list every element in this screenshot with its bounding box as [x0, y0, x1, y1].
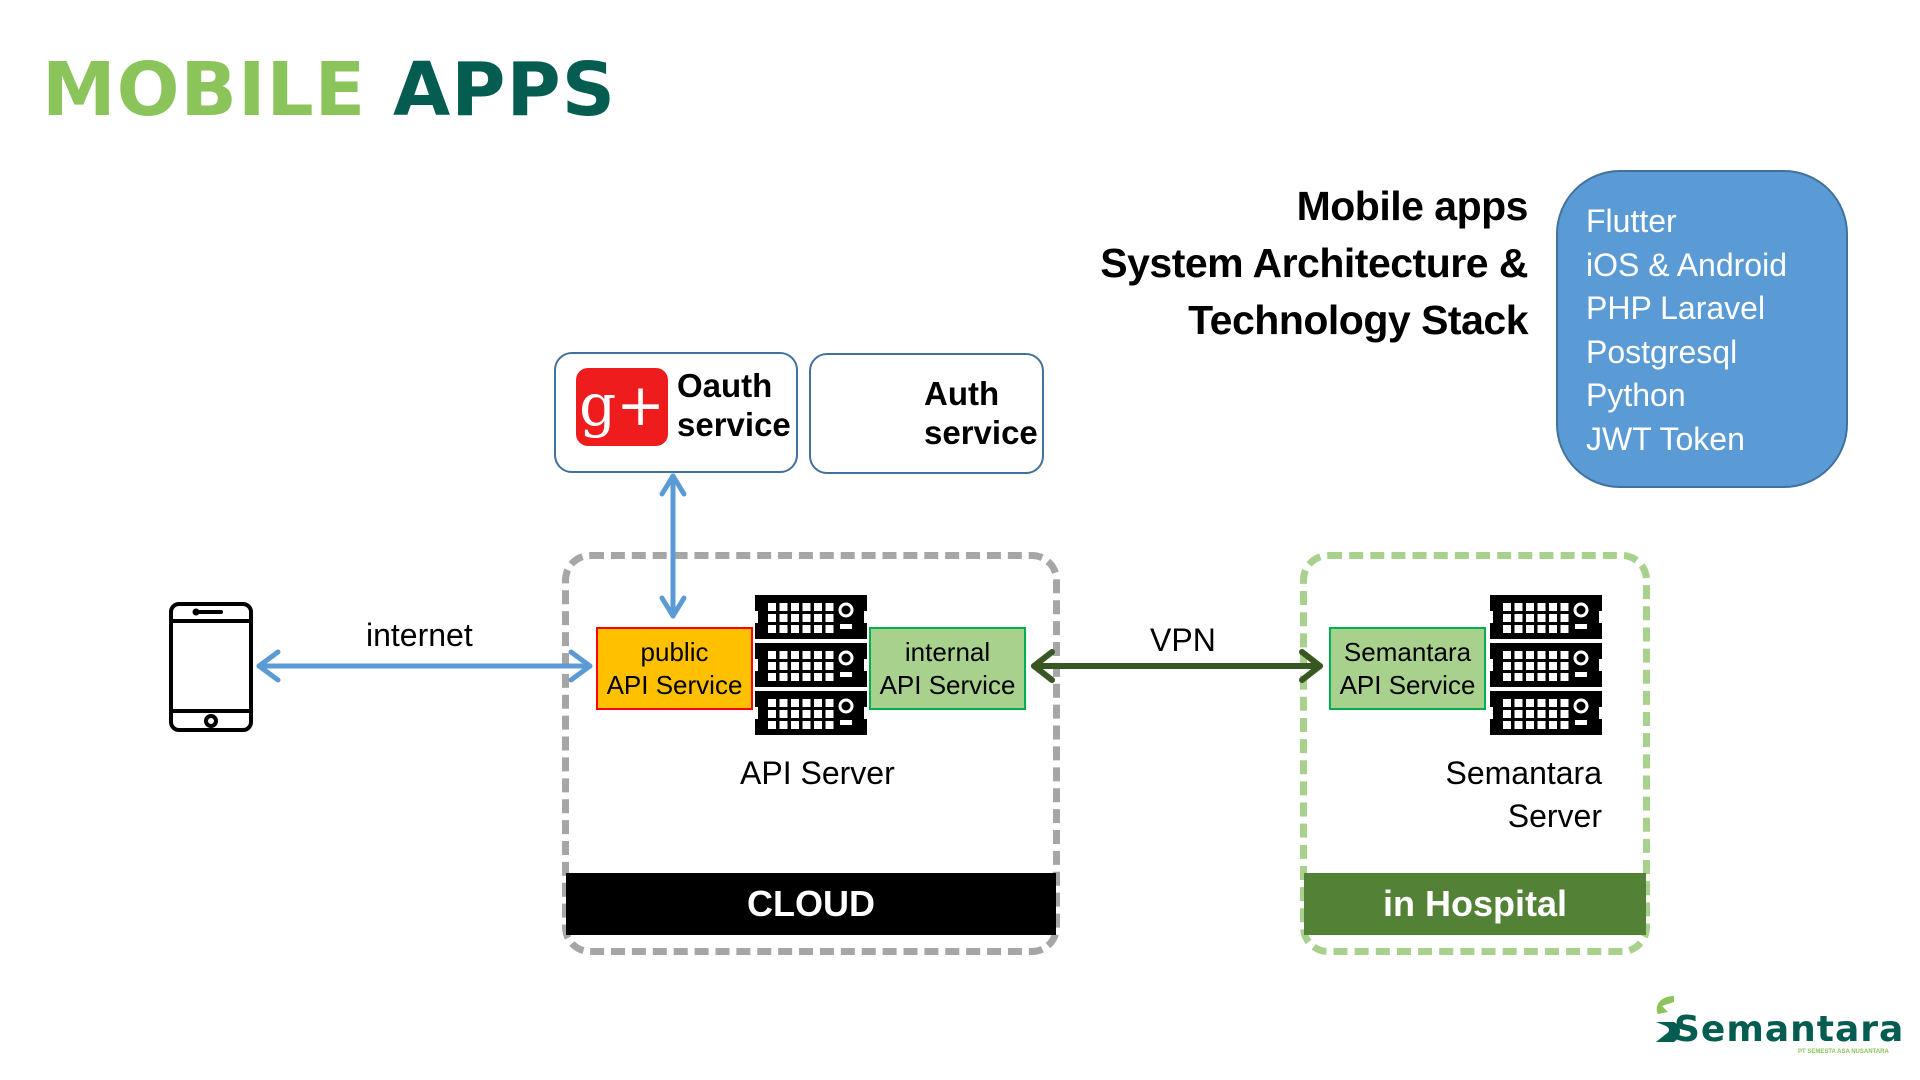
tech-stack-item: JWT Token	[1586, 420, 1745, 457]
server-unit	[1489, 595, 1603, 639]
hospital-label-bar: in Hospital	[1304, 873, 1646, 935]
public-api-line2: API Service	[606, 669, 743, 700]
server-unit	[754, 691, 868, 735]
heading-line: System Architecture &	[1100, 240, 1528, 286]
hospital-label: in Hospital	[1382, 883, 1567, 924]
logo-mark-icon	[1656, 996, 1680, 1042]
heading-line: Technology Stack	[1188, 297, 1528, 343]
server-unit	[754, 643, 868, 687]
vpn-arrow	[1031, 649, 1323, 683]
server-rack-icon	[1489, 595, 1603, 735]
logo-wordmark: Semantara	[1674, 1009, 1905, 1050]
semantara-api-service: Semantara API Service	[1329, 627, 1486, 710]
apple-auth-label-line2: service	[924, 414, 1038, 451]
public-api-service: public API Service	[596, 627, 753, 710]
apple-auth-service-box	[809, 353, 1044, 474]
cloud-zone	[562, 552, 1060, 955]
oauth-arrow	[659, 473, 687, 619]
title-part-mobile: MOBILE	[42, 47, 367, 133]
cloud-label: CLOUD	[747, 883, 875, 924]
google-plus-icon: g+	[576, 368, 668, 446]
internet-label: internet	[366, 617, 473, 653]
server-rack-icon	[754, 595, 868, 735]
title-part-apps: APPS	[392, 47, 616, 133]
semantara-api-line1: Semantara	[1343, 636, 1472, 667]
semantara-logo: Semantara PT SEMESTA ASA NUSANTARA	[1652, 992, 1903, 1058]
server-unit	[1489, 643, 1603, 687]
tech-stack-list: Flutter iOS & Android PHP Laravel Postgr…	[1586, 200, 1787, 461]
semantara-server-label: Semantara Server	[1445, 752, 1602, 838]
apple-auth-service-label: Auth service	[924, 374, 1038, 452]
api-server-label: API Server	[740, 755, 895, 791]
internal-api-line2: API Service	[879, 669, 1016, 700]
page-title: MOBILE APPS	[42, 50, 616, 130]
hospital-zone	[1300, 552, 1650, 955]
smartphone-icon	[169, 602, 253, 732]
semantara-server-line2: Server	[1507, 798, 1602, 834]
semantara-server-line1: Semantara	[1445, 755, 1602, 791]
vpn-label: VPN	[1150, 622, 1216, 658]
diagram-heading: Mobile apps System Architecture & Techno…	[1100, 178, 1528, 349]
internal-api-line1: internal	[904, 636, 991, 667]
tech-stack-item: Postgresql	[1586, 333, 1738, 370]
oauth-label-line2: service	[677, 406, 791, 443]
public-api-line1: public	[640, 636, 709, 667]
oauth-label-line1: Oauth	[677, 367, 773, 404]
heading-line: Mobile apps	[1296, 183, 1529, 229]
internal-api-service: internal API Service	[869, 627, 1026, 710]
tech-stack-box: Flutter iOS & Android PHP Laravel Postgr…	[1556, 170, 1848, 488]
tech-stack-item: iOS & Android	[1586, 246, 1787, 283]
logo-tagline: PT SEMESTA ASA NUSANTARA	[1798, 1049, 1889, 1055]
server-unit	[1489, 691, 1603, 735]
oauth-service-label: Oauth service	[677, 366, 791, 444]
server-unit	[754, 595, 868, 639]
semantara-api-line2: API Service	[1339, 669, 1476, 700]
apple-auth-label-line1: Auth	[924, 375, 1000, 412]
tech-stack-item: Flutter	[1586, 203, 1677, 239]
internet-arrow	[256, 649, 593, 683]
cloud-label-bar: CLOUD	[566, 873, 1056, 935]
tech-stack-item: PHP Laravel	[1586, 290, 1766, 326]
tech-stack-item: Python	[1586, 377, 1686, 413]
